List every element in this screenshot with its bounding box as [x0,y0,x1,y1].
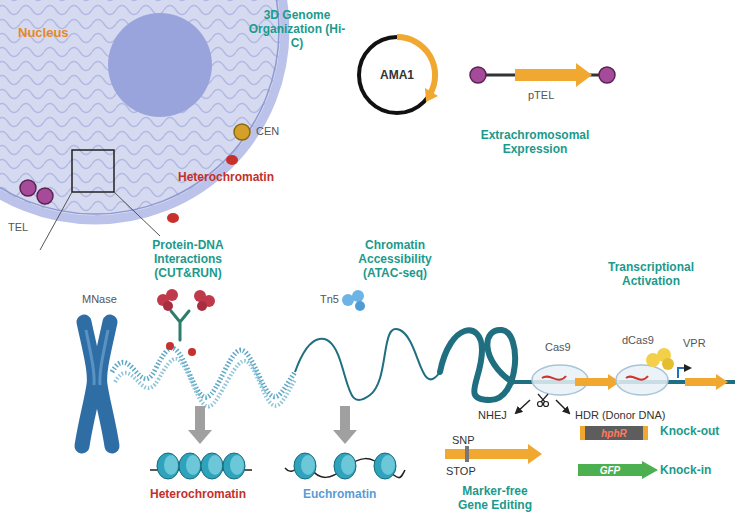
gene-arrow [445,444,542,464]
telomere-dot [599,67,615,83]
homology-arm [580,426,585,440]
plasmid-ring [359,37,435,113]
heterochromatin-dot [167,213,179,223]
nucleosome [374,453,396,479]
pathway-label: NHEJ [478,408,507,422]
section-title: Chromatin Accessibility (ATAC-seq) [347,238,443,280]
nucleosome [230,455,244,475]
vpr-domain [662,358,674,370]
section-title: Extrachromosomal Expression [470,128,600,156]
nuclear-envelope [0,0,279,214]
mnase-enzyme [197,301,207,311]
telomere-dot [37,188,53,204]
heterochromatin-dot [226,155,238,165]
dcas9-protein [616,365,668,395]
chromatid [100,322,112,446]
mnase-enzyme [166,289,178,301]
part-label: pTEL [528,88,554,102]
outcome-label: Knock-in [660,463,711,477]
compact-chromatin [112,348,295,397]
section-title: 3D Genome Organization (Hi-C) [247,8,347,50]
section-title: Protein-DNA Interactions (CUT&RUN) [140,238,236,280]
gfp-arrow-body [578,461,658,479]
marker-bar: hphR [580,426,648,440]
target-dot [166,342,174,350]
transition-arrow [188,406,212,444]
gene-arrow [515,63,592,87]
nucleosome [301,455,315,475]
nucleosome [341,455,355,475]
part-label: TEL [8,220,28,234]
zoom-box [72,150,114,192]
chromatid-highlight [100,330,108,385]
nucleosome [201,453,223,479]
repair-arrow [516,400,530,413]
nucleosome [179,453,201,479]
section-title: Marker-free Gene Editing [450,484,540,512]
region-label: Heterochromatin [178,170,274,184]
nucleosome [294,453,316,479]
plasmid-gene-head [425,88,438,102]
nucleosome [334,453,356,479]
telomere-dot [20,180,36,196]
marker-bar-body [580,426,648,440]
node-text: GFP [600,465,621,476]
zoom-line [114,192,160,236]
part-label: MNase [82,292,117,306]
node-text: Nucleus [18,25,69,40]
scissors [538,394,548,402]
promoter-arrow [678,368,690,378]
pathway-label: HDR (Donor DNA) [575,408,665,422]
mnase-enzyme [163,301,173,311]
part-label: CEN [256,124,279,138]
gene-arrow: GFP [578,461,658,479]
gene-arrow [685,374,728,390]
nucleolus [108,13,212,117]
transition-arrow [333,406,357,444]
node-text: hphR [601,428,627,439]
nucleosome [208,455,222,475]
nuclear-envelope [0,0,285,220]
plasmid-circle: AMA1 [355,33,439,117]
state-label: Heterochromatin [150,487,246,501]
chromatid-highlight [86,330,94,385]
antibody [171,311,189,340]
nucleosome [157,453,179,479]
mutation-label: STOP [446,464,476,478]
node-text: AMA1 [380,68,414,82]
scissors [538,402,543,407]
part-label: Cas9 [545,340,571,354]
outcome-label: Knock-out [660,424,719,438]
telomere-dot [470,67,486,83]
compact-chromatin [115,359,295,407]
mutation-label: SNP [452,433,475,447]
guide-rna [626,376,648,380]
dna-helix [440,330,515,400]
state-label: Euchromatin [303,487,376,501]
section-title: Transcriptional Activation [595,260,707,288]
part-label: Tn5 [320,292,339,306]
homology-arm [643,426,648,440]
tn5-enzyme [352,290,364,302]
nucleosome [186,455,200,475]
target-dot [188,348,196,356]
nucleosome [223,453,245,479]
part-label: VPR [683,336,706,350]
gene-arrow [575,374,620,390]
nucleosome [164,455,178,475]
open-chromatin [295,329,440,400]
plasmid-gene [397,37,435,94]
part-label: dCas9 [622,333,654,347]
repair-arrow [556,400,569,413]
guide-rna [542,376,566,380]
nucleosome [381,455,395,475]
scissors [544,402,549,407]
snp-mark [465,446,469,462]
centromere-dot [234,124,250,140]
tn5-enzyme [355,301,365,311]
